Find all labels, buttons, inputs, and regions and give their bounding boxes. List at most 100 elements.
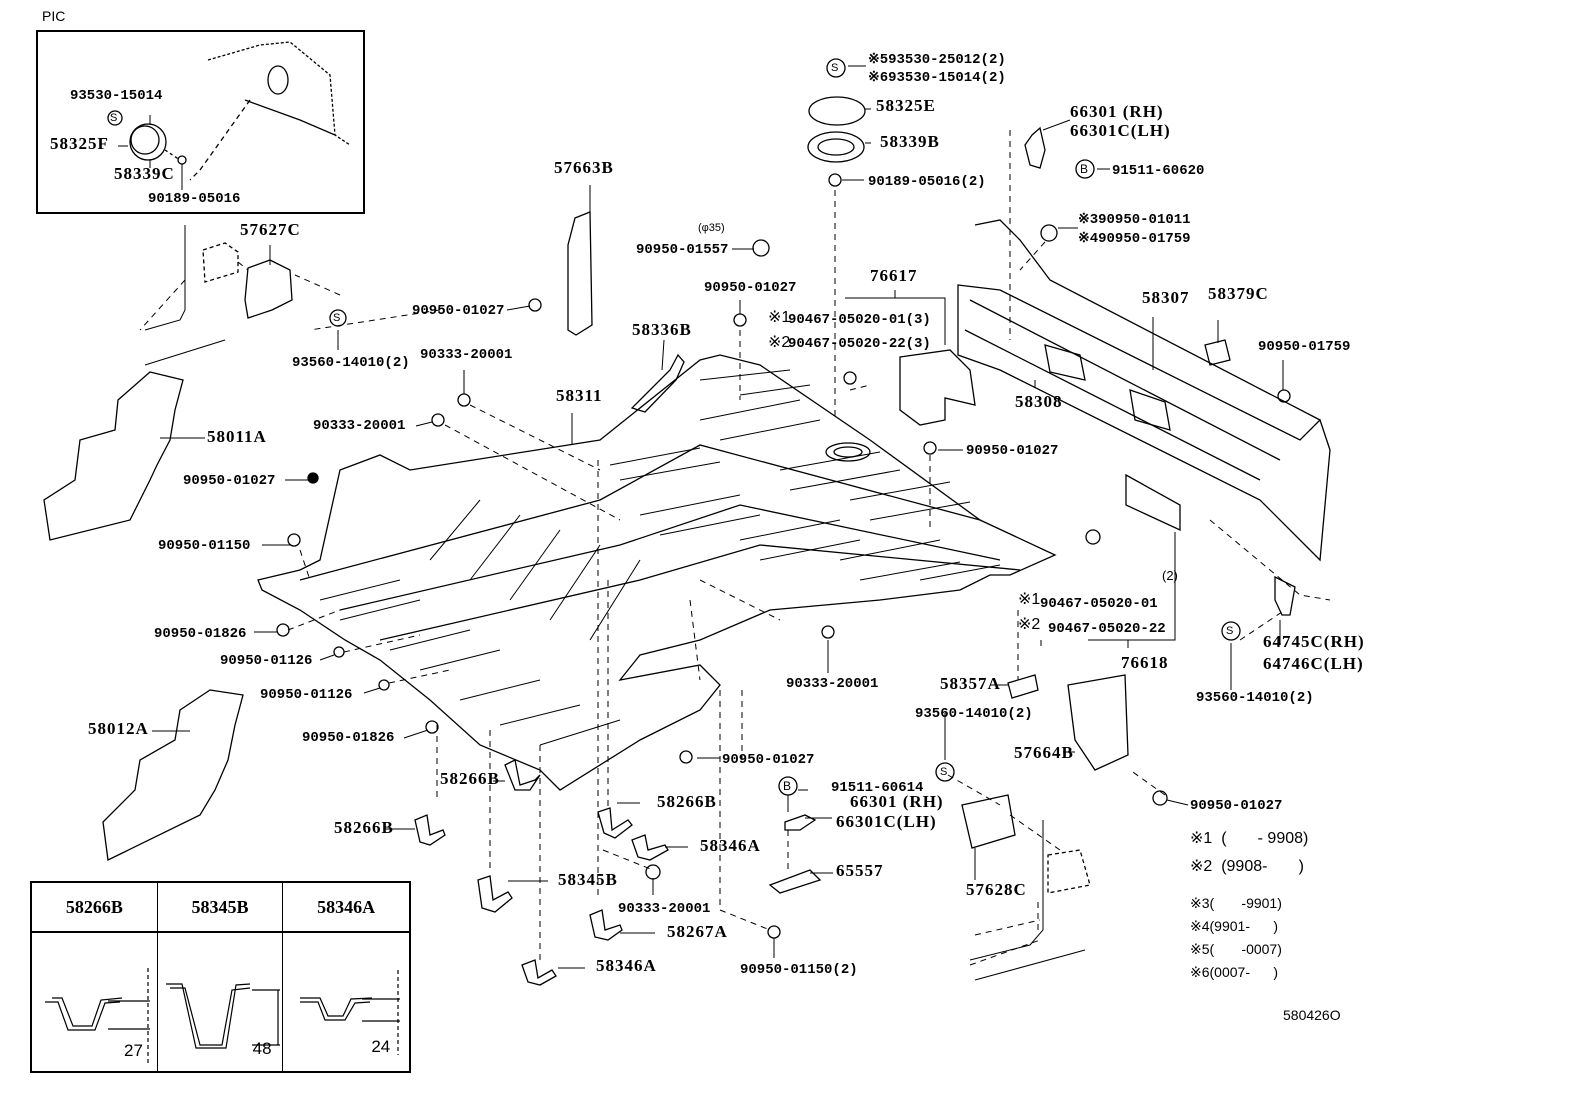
part-label-66301-rh[interactable]: 66301 (RH) (850, 792, 944, 811)
s-symbol-icon: S (940, 766, 948, 778)
part-label-58307[interactable]: 58307 (1142, 288, 1190, 307)
part-label-90950-01011[interactable]: ※390950-01011 (1078, 212, 1191, 228)
part-label-57664B[interactable]: 57664B (1014, 743, 1074, 762)
part-label-90333-20001[interactable]: 90333-20001 (786, 676, 879, 692)
part-label-90950-01027[interactable]: 90950-01027 (966, 443, 1059, 459)
part-label-66301c-lh[interactable]: 66301C(LH) (836, 812, 937, 831)
part-label-58266B[interactable]: 58266B (657, 792, 717, 811)
part-label-64745C-rh[interactable]: 64745C(RH) (1263, 632, 1365, 651)
part-label-90950-01126[interactable]: 90950-01126 (220, 653, 313, 669)
part-label-91511-60614[interactable]: 91511-60614 (831, 780, 924, 796)
part-label-90950-01759[interactable]: 90950-01759 (1258, 339, 1351, 355)
cover-64745C (1274, 575, 1296, 616)
table-cell-58346A: 24 (283, 933, 409, 1071)
part-label-90333-20001[interactable]: 90333-20001 (420, 347, 513, 363)
part-label-58346A[interactable]: 58346A (700, 836, 761, 855)
inset-frame (36, 30, 365, 214)
part-label-90950-01027[interactable]: 90950-01027 (412, 303, 505, 319)
revision-note-3: ※3( -9901) (1190, 895, 1282, 911)
part-label-90950-01557[interactable]: 90950-01557 (636, 242, 729, 258)
b-symbol-icon: B (783, 779, 792, 793)
table-header-58346A: 58346A (283, 883, 409, 933)
note-mark-2: ※2 (1018, 616, 1041, 633)
part-label-90189-05016[interactable]: 90189-05016 (148, 191, 241, 207)
part-label-58266B[interactable]: 58266B (440, 769, 500, 788)
part-label-90950-01759[interactable]: ※490950-01759 (1078, 231, 1191, 247)
part-label-58357A[interactable]: 58357A (940, 674, 1001, 693)
table-header-58266B: 58266B (32, 883, 158, 933)
part-label-93530-15014[interactable]: 93530-15014 (70, 88, 163, 104)
dimension-27: 27 (124, 1041, 143, 1060)
part-label-66301-rh[interactable]: 66301 (RH) (1070, 102, 1164, 121)
ring-58339B (807, 131, 865, 163)
plate-76617 (899, 349, 976, 426)
panel-57628C-outline (1047, 849, 1091, 894)
part-label-58345B[interactable]: 58345B (558, 870, 618, 889)
revision-note-1: ※1 ( - 9908) (1190, 830, 1309, 847)
part-label-90467-05020-01[interactable]: 90467-05020-01 (1040, 596, 1158, 612)
part-label-93530-25012[interactable]: ※593530-25012(2) (868, 52, 1006, 68)
part-label-58012A[interactable]: 58012A (88, 719, 149, 738)
part-label-93560-14010[interactable]: 93560-14010(2) (292, 355, 410, 371)
part-label-76618[interactable]: 76618 (1121, 653, 1169, 672)
panel-57628C (961, 794, 1016, 849)
part-label-58346A[interactable]: 58346A (596, 956, 657, 975)
dimension-48: 48 (252, 1039, 272, 1058)
part-label-58325F[interactable]: 58325F (50, 134, 109, 153)
part-label-58308[interactable]: 58308 (1015, 392, 1063, 411)
part-label-90950-01126[interactable]: 90950-01126 (260, 687, 353, 703)
symbol-circles (107, 58, 1241, 796)
part-label-93530-15014[interactable]: ※693530-15014(2) (868, 70, 1006, 86)
revision-note-6: ※6(0007- ) (1190, 964, 1278, 980)
part-label-90950-01027[interactable]: 90950-01027 (1190, 798, 1283, 814)
part-label-90467-05020-22[interactable]: 90467-05020-22 (1048, 621, 1166, 637)
part-label-58336B[interactable]: 58336B (632, 320, 692, 339)
part-label-58339C[interactable]: 58339C (114, 164, 175, 183)
part-label-64746C-lh[interactable]: 64746C(LH) (1263, 654, 1364, 673)
part-label-90950-01027[interactable]: 90950-01027 (183, 473, 276, 489)
hook-66301-lower (784, 814, 817, 831)
part-label-76617[interactable]: 76617 (870, 266, 918, 285)
part-label-90950-01150[interactable]: 90950-01150 (158, 538, 251, 554)
part-label-58267A[interactable]: 58267A (667, 922, 728, 941)
table-clip-drawings (45, 968, 400, 1065)
part-label-90950-01027[interactable]: 90950-01027 (704, 280, 797, 296)
part-label-57628C[interactable]: 57628C (966, 880, 1027, 899)
part-label-90333-20001[interactable]: 90333-20001 (618, 901, 711, 917)
part-label-57627C[interactable]: 57627C (240, 220, 301, 239)
part-label-58339B[interactable]: 58339B (880, 132, 940, 151)
part-label-58311[interactable]: 58311 (556, 386, 603, 405)
pic-label: PIC (42, 8, 66, 24)
part-label-65557[interactable]: 65557 (836, 861, 884, 880)
part-label-93560-14010[interactable]: 93560-14010(2) (1196, 690, 1314, 706)
floor-pan-58311 (257, 354, 1057, 791)
part-label-90950-01027[interactable]: 90950-01027 (722, 752, 815, 768)
part-label-57663B[interactable]: 57663B (554, 158, 614, 177)
part-label-90333-20001[interactable]: 90333-20001 (313, 418, 406, 434)
b-symbol-icon: B (1080, 162, 1089, 176)
part-label-90950-01826[interactable]: 90950-01826 (302, 730, 395, 746)
part-label-90950-01150[interactable]: 90950-01150(2) (740, 962, 858, 978)
panel-57663B (567, 211, 593, 336)
part-label-90189-05016[interactable]: 90189-05016(2) (868, 174, 986, 190)
patch-58379C (1204, 339, 1231, 366)
clip-dimension-table: 58266B 58345B 58346A 27 48 24 (30, 881, 411, 1073)
part-label-58325E[interactable]: 58325E (876, 96, 936, 115)
part-label-90950-01826[interactable]: 90950-01826 (154, 626, 247, 642)
bracket-58357A (1007, 674, 1039, 699)
diagram-id: 580426O (1283, 1007, 1341, 1023)
part-label-66301c-lh[interactable]: 66301C(LH) (1070, 121, 1171, 140)
revision-note-4: ※4(9901- ) (1190, 918, 1278, 934)
part-label-91511-60620[interactable]: 91511-60620 (1112, 163, 1205, 179)
panel-58011A (43, 371, 184, 541)
part-label-90467-05020-01[interactable]: 90467-05020-01(3) (788, 312, 931, 328)
bracket-58336B (630, 353, 685, 413)
part-label-90467-05020-22[interactable]: 90467-05020-22(3) (788, 336, 931, 352)
part-label-58266B[interactable]: 58266B (334, 818, 394, 837)
part-label-93560-14010[interactable]: 93560-14010(2) (915, 706, 1033, 722)
note-mark-2: ※2 (768, 334, 791, 351)
diameter-note: (φ35) (698, 222, 725, 234)
part-label-58011A[interactable]: 58011A (207, 427, 267, 446)
part-label-58379C[interactable]: 58379C (1208, 284, 1269, 303)
cap-58325E (808, 96, 866, 126)
